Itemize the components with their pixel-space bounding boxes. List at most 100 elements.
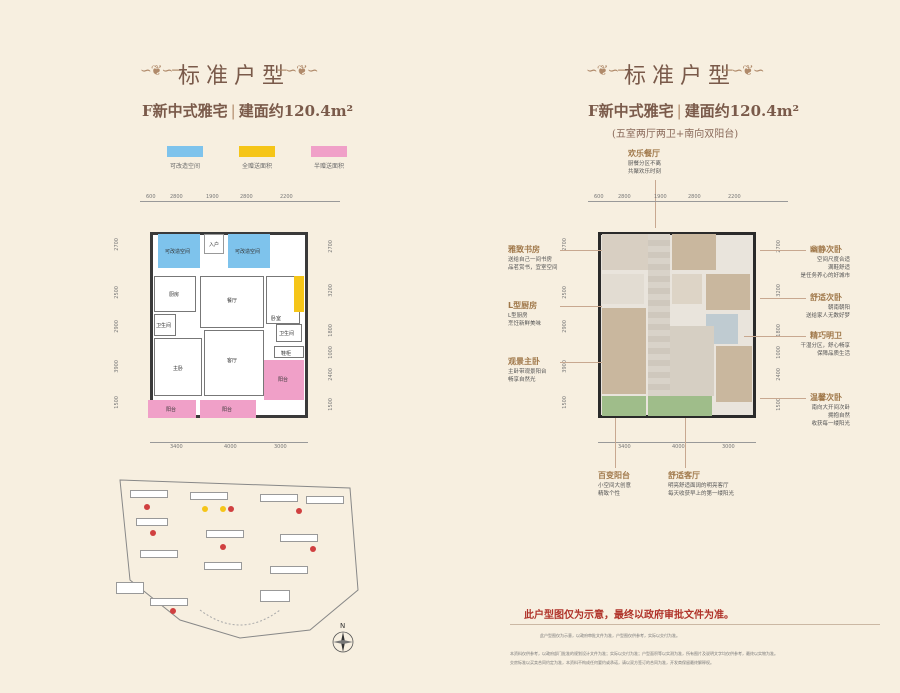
site-building [150,598,188,606]
legend-item-changeable: 可改造空间 [155,146,215,170]
site-building [260,494,298,502]
furnished-balcony-2 [648,396,712,416]
divider [510,624,880,625]
dim-top: 600 [594,194,604,200]
ann-bed3-title: 舒适次卧 [810,293,842,302]
right-title-ornament-left: ∽❦∽─ [586,63,627,79]
ann-desc-line: 送给家人无数好梦 [805,313,850,319]
room-label: 可改造空间 [235,249,261,255]
right-subtitle-area: 建面约120.4m² [684,102,800,120]
ann-desc-line: 品茗赏书，宜室空间 [508,265,558,271]
compass: N [330,622,358,654]
ann-bed4-desc: 南向大开间次卧 拥抱自然 收获每一缕阳光 [794,404,850,428]
dim-right: 2700 [328,240,334,253]
legend-swatch [167,146,203,157]
legend: 可改造空间 全赠送面积 半赠送面积 [155,146,359,170]
left-title-ornament-left: ∽❦∽─ [140,63,181,79]
ann-balcony-desc: 小空间大创意 精致个性 [598,482,631,498]
legend-item-full-gift: 全赠送面积 [227,146,287,170]
furnished-study [602,234,648,270]
legend-label: 全赠送面积 [241,163,272,170]
site-building [116,582,144,594]
dim-right: 1800 [776,324,782,337]
ann-study-desc: 送给自己一间书房 品茗赏书，宜室空间 [508,256,558,272]
ann-desc-line: 收获每一缕阳光 [811,421,850,427]
room-label: 鞋柜 [281,351,292,357]
site-building [270,566,308,574]
dim-left: 2500 [114,286,120,299]
ann-desc-line: 精致个性 [598,491,621,497]
room-full-gift-bay [294,276,304,312]
furnished-bedroom-2 [672,234,716,270]
site-marker [228,506,234,512]
site-building [136,518,168,526]
room-living: 客厅 [204,330,264,396]
dim-left: 2500 [562,286,568,299]
site-marker [310,546,316,552]
room-changeable-ne: 可改造空间 [228,234,270,268]
left-subtitle-style: F新中式雅宅 [142,102,228,120]
room-label: 阳台 [166,407,177,413]
left-subtitle: F新中式雅宅|建面约120.4m² [142,102,354,120]
ann-bath-title: 精巧明卫 [810,331,842,340]
site-marker-highlight [220,506,226,512]
ann-desc-line: 明亮舒适面阔的明亮客厅 [668,483,729,489]
ann-desc-line: 是任务养心的好城市 [800,273,850,279]
ann-desc-line: 干湿分区，舒心畅享 [800,343,850,349]
leader-line [560,306,602,307]
furnished-corridor [648,234,670,414]
site-marker-highlight [202,506,208,512]
leader-line [560,250,602,251]
left-title-ornament-right: ─∽❦∽ [278,63,319,79]
dim-line-top [588,196,788,202]
dim-right: 2400 [776,368,782,381]
leader-line [744,336,806,337]
room-label: 可改造空间 [165,249,191,255]
dim-bottom: 3000 [722,444,735,450]
dim-top: 2800 [240,194,253,200]
ann-master-desc: 主卧带观景阳台 畅享自然光 [508,368,547,384]
left-floorplan: 600 2800 1900 2800 2200 2700 2500 2900 3… [114,194,340,458]
ann-desc-line: 主卧带观景阳台 [508,369,547,375]
left-subtitle-area: 建面约120.4m² [238,102,354,120]
site-building [280,534,318,542]
dim-right: 3200 [776,284,782,297]
ann-desc-line: 厨餐分区不离 [628,161,662,167]
legend-label: 半赠送面积 [313,163,344,170]
room-label: 厨房 [169,292,180,298]
room-label: 卫生间 [279,331,295,337]
ann-balcony-title: 百变阳台 [598,471,630,480]
compass-icon [332,631,354,653]
leader-line [760,250,806,251]
dim-line-bottom [598,442,756,448]
site-marker [144,504,150,510]
ann-desc-line: 满鞋舒适 [827,265,850,271]
ann-kitchen-title: L型厨房 [508,301,538,310]
ann-desc-line: 朝南朝阳 [827,305,850,311]
ann-desc-line: 小空间大创意 [598,483,632,489]
dim-right: 3200 [328,284,334,297]
dim-left: 2700 [114,238,120,251]
site-building [260,590,290,602]
room-label: 主卧 [173,366,184,372]
dim-left: 1500 [114,396,120,409]
site-building [130,490,168,498]
dim-top: 2800 [618,194,631,200]
right-floorplan: 600 2800 1900 2800 2200 2700 2500 2900 3… [562,194,788,458]
left-title: 标准户型 [178,64,291,89]
dim-bottom: 4000 [672,444,685,450]
right-layout-note: (五室两厅两卫+南向双阳台) [612,129,739,140]
room-label: 阳台 [222,407,233,413]
ann-dining-desc: 厨餐分区不离 共聚欢乐时刻 [628,160,661,176]
dim-bottom: 3400 [618,444,631,450]
ann-desc-line: 每天收获早上的第一缕阳光 [668,491,735,497]
legend-label: 可改造空间 [169,163,200,170]
dim-line-top [140,196,340,202]
furnished-master [602,308,646,394]
room-label: 阳台 [278,377,289,383]
furnished-dining-table [672,274,702,304]
dim-top: 2200 [728,194,741,200]
room-label: 卫生间 [156,323,172,329]
room-entry: 入户 [204,234,224,254]
leader-line [615,418,616,468]
